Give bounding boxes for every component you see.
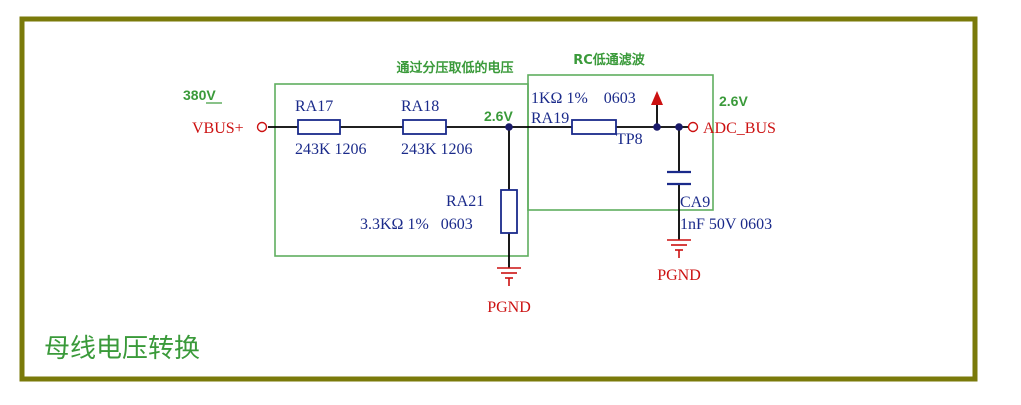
ra19-ref: RA19 bbox=[531, 110, 569, 127]
net-port-icon bbox=[256, 121, 268, 133]
resistor-ra17 bbox=[297, 119, 341, 135]
net-label-vbus: VBUS+ bbox=[192, 120, 244, 137]
ra17-value: 243K 1206 bbox=[295, 141, 367, 158]
ra17-ref: RA17 bbox=[295, 98, 333, 115]
net-label-adc-bus: ADC_BUS bbox=[703, 120, 776, 137]
junction-dot-tp8 bbox=[653, 123, 661, 131]
ca9-value: 1nF 50V 0603 bbox=[680, 216, 772, 233]
junction-dot-cap bbox=[675, 123, 683, 131]
filter-group-box bbox=[527, 74, 714, 211]
ground-symbol-icon bbox=[667, 239, 691, 258]
filter-group-label: RC低通滤波 bbox=[573, 52, 646, 68]
ground-symbol-icon bbox=[497, 267, 521, 286]
tp8-ref: TP8 bbox=[616, 131, 643, 148]
net-label-pgnd-2: PGND bbox=[657, 267, 701, 284]
output-voltage-label: 2.6V bbox=[719, 93, 748, 109]
ra21-value: 3.3KΩ 1% 0603 bbox=[360, 216, 473, 233]
junction-dot-divider bbox=[505, 123, 513, 131]
resistor-ra18 bbox=[402, 119, 447, 135]
ra21-ref: RA21 bbox=[446, 193, 484, 210]
resistor-ra21 bbox=[500, 189, 518, 234]
resistor-ra19 bbox=[571, 119, 617, 135]
ra18-ref: RA18 bbox=[401, 98, 439, 115]
schematic-frame bbox=[19, 16, 978, 382]
ra18-value: 243K 1206 bbox=[401, 141, 473, 158]
ca9-ref: CA9 bbox=[680, 194, 710, 211]
diagram-title: 母线电压转换 bbox=[44, 334, 200, 364]
power-arrow-icon bbox=[651, 91, 663, 105]
net-label-pgnd-1: PGND bbox=[487, 299, 531, 316]
net-port-icon bbox=[687, 121, 699, 133]
wires bbox=[268, 104, 688, 268]
divider-group-label: 通过分压取低的电压 bbox=[396, 60, 513, 76]
divider-node-voltage-label: 2.6V bbox=[484, 108, 513, 124]
ra19-value: 1KΩ 1% 0603 bbox=[531, 90, 636, 107]
input-voltage-label: 380V bbox=[183, 87, 216, 103]
